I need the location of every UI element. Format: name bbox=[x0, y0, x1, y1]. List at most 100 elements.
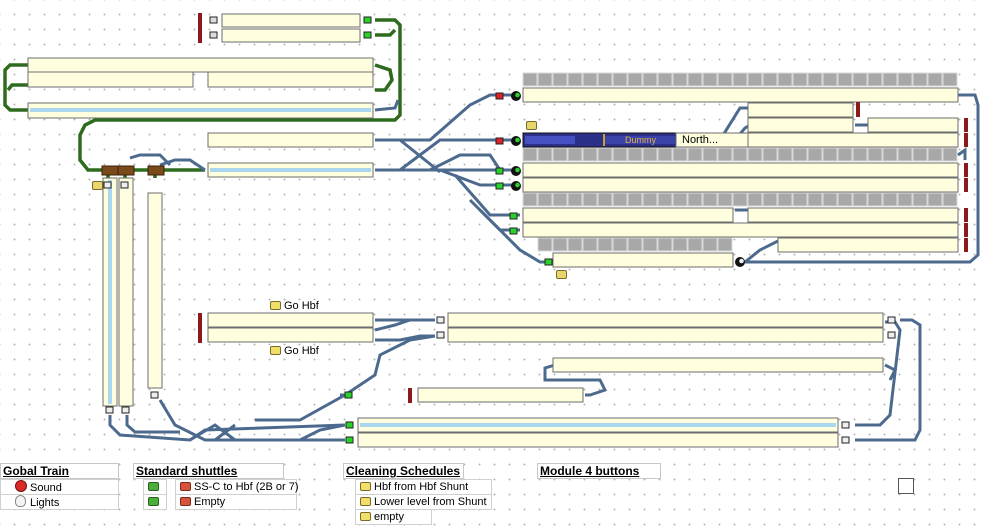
platform-segment bbox=[897, 192, 913, 207]
signal-lamp[interactable] bbox=[121, 406, 130, 414]
signal-lamp[interactable] bbox=[495, 182, 504, 190]
signal-icon[interactable] bbox=[511, 166, 521, 176]
track-section[interactable] bbox=[207, 132, 374, 148]
go-hbf-icon bbox=[270, 346, 281, 356]
signal-lamp[interactable] bbox=[344, 391, 353, 399]
platform-segment bbox=[612, 147, 628, 162]
signal-lamp[interactable] bbox=[150, 391, 159, 399]
lights-label: Lights bbox=[30, 497, 60, 509]
track-section[interactable] bbox=[417, 387, 584, 403]
platform-segment bbox=[687, 237, 703, 252]
sound-option[interactable]: Sound bbox=[0, 479, 119, 495]
signal-lamp[interactable] bbox=[209, 31, 218, 39]
train-north[interactable] bbox=[522, 132, 749, 148]
signal-lamp[interactable] bbox=[887, 331, 896, 339]
go-hbf-button-1[interactable]: Go Hbf bbox=[270, 300, 319, 312]
platform-segment bbox=[642, 72, 658, 87]
clean-lower-level[interactable]: Lower level from Shunt bbox=[355, 494, 492, 510]
signal-lamp[interactable] bbox=[544, 258, 553, 266]
platform-segment bbox=[822, 147, 838, 162]
track-section[interactable] bbox=[207, 71, 374, 88]
platform-segment bbox=[537, 72, 553, 87]
platform-segment bbox=[867, 192, 883, 207]
signal-lamp[interactable] bbox=[120, 181, 129, 189]
track-section[interactable] bbox=[747, 117, 854, 133]
track-section[interactable] bbox=[447, 327, 884, 343]
turnout-marker[interactable] bbox=[117, 165, 135, 176]
track-section[interactable] bbox=[522, 177, 959, 193]
track-section[interactable] bbox=[522, 207, 734, 223]
go-hbf-label: Go Hbf bbox=[284, 345, 319, 357]
track-section[interactable] bbox=[27, 71, 194, 88]
track-section[interactable] bbox=[207, 312, 374, 328]
signal-icon[interactable] bbox=[511, 91, 521, 101]
shuttle-toggle-2[interactable] bbox=[143, 494, 167, 510]
platform-segment bbox=[852, 192, 868, 207]
train-north-label[interactable]: North... bbox=[682, 134, 719, 146]
signal-lamp[interactable] bbox=[363, 16, 372, 24]
clean-hbf-shunt[interactable]: Hbf from Hbf Shunt bbox=[355, 479, 492, 495]
platform-segment bbox=[612, 72, 628, 87]
platform-segment bbox=[912, 72, 928, 87]
track-section[interactable] bbox=[867, 117, 959, 133]
signal-lamp[interactable] bbox=[495, 167, 504, 175]
signal-lamp[interactable] bbox=[509, 227, 518, 235]
track-button-north[interactable] bbox=[526, 121, 537, 130]
platform-segment bbox=[792, 72, 808, 87]
standard-shuttles-header: Standard shuttles bbox=[133, 463, 284, 479]
track-section[interactable] bbox=[552, 252, 734, 268]
signal-icon[interactable] bbox=[511, 136, 521, 146]
signal-lamp[interactable] bbox=[509, 212, 518, 220]
platform-segment bbox=[717, 72, 733, 87]
track-section[interactable] bbox=[552, 357, 884, 373]
track-section[interactable] bbox=[207, 327, 374, 343]
turnout-marker[interactable] bbox=[101, 165, 119, 176]
platform-segment bbox=[522, 72, 538, 87]
signals[interactable] bbox=[101, 16, 896, 444]
track-section[interactable] bbox=[522, 162, 959, 178]
platform-segment bbox=[852, 147, 868, 162]
track-section[interactable] bbox=[747, 102, 854, 118]
signal-lamp[interactable] bbox=[345, 421, 354, 429]
signal-icon[interactable] bbox=[511, 181, 521, 191]
platform-segment bbox=[732, 147, 748, 162]
track-section[interactable] bbox=[118, 177, 134, 407]
track-section[interactable] bbox=[522, 222, 959, 238]
signal-lamp[interactable] bbox=[345, 436, 354, 444]
go-hbf-button-2[interactable]: Go Hbf bbox=[270, 345, 319, 357]
track-section[interactable] bbox=[522, 87, 959, 103]
track-section[interactable] bbox=[747, 207, 959, 223]
signal-lamp[interactable] bbox=[495, 92, 504, 100]
signal-lamp[interactable] bbox=[495, 137, 504, 145]
track-section[interactable] bbox=[147, 192, 163, 389]
signal-lamp[interactable] bbox=[363, 31, 372, 39]
shuttle-toggle-1[interactable] bbox=[143, 479, 167, 495]
platform-segment bbox=[687, 72, 703, 87]
signal-lamp[interactable] bbox=[436, 331, 445, 339]
shuttle-ssc-hbf[interactable]: SS-C to Hbf (2B or 7) bbox=[175, 479, 299, 495]
track-section[interactable] bbox=[221, 28, 361, 43]
signal-lamp[interactable] bbox=[209, 16, 218, 24]
clean-empty[interactable]: empty bbox=[355, 509, 432, 525]
track-section[interactable] bbox=[747, 132, 959, 148]
track-section[interactable] bbox=[447, 312, 884, 328]
signal-lamp[interactable] bbox=[105, 406, 114, 414]
signal-lamp[interactable] bbox=[887, 316, 896, 324]
signal-lamp[interactable] bbox=[841, 421, 850, 429]
signal-lamp[interactable] bbox=[841, 436, 850, 444]
shuttle-empty[interactable]: Empty bbox=[175, 494, 297, 510]
turnout-marker[interactable] bbox=[147, 165, 165, 176]
track-section[interactable] bbox=[357, 432, 839, 448]
track-button-bottom[interactable] bbox=[556, 270, 567, 279]
signal-lamp[interactable] bbox=[103, 181, 112, 189]
signal-lamp[interactable] bbox=[436, 316, 445, 324]
empty-square-button[interactable] bbox=[898, 478, 914, 494]
track-section[interactable] bbox=[221, 13, 361, 28]
track-section[interactable] bbox=[777, 237, 959, 253]
track-button-left[interactable] bbox=[92, 181, 103, 190]
track-section[interactable] bbox=[27, 57, 374, 73]
track-sections[interactable] bbox=[27, 13, 959, 448]
lights-option[interactable]: Lights bbox=[0, 494, 119, 510]
signal-icon[interactable] bbox=[735, 257, 745, 267]
